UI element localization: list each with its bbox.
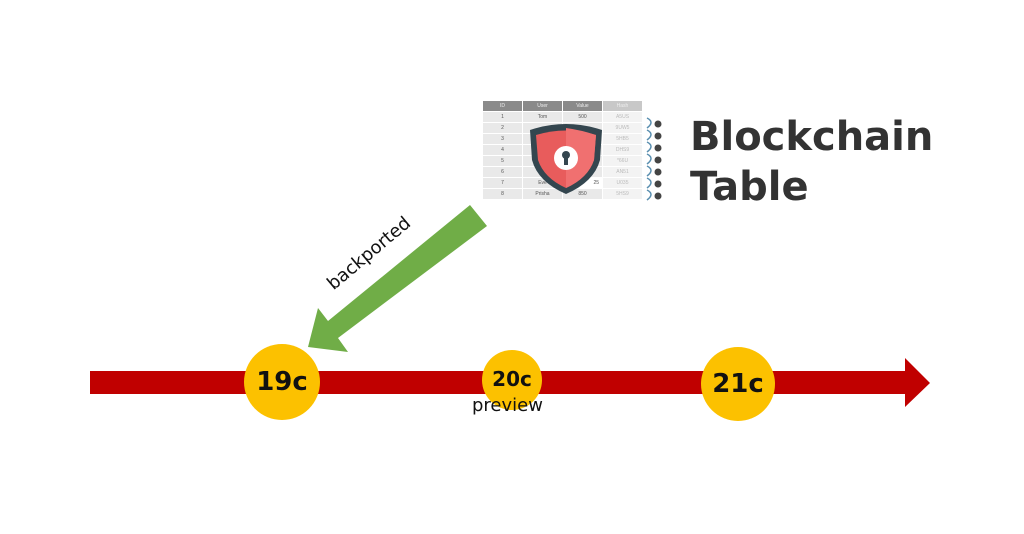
col-header: ID (483, 101, 522, 111)
table-cell: 7 (483, 178, 522, 188)
table-cell: U035 (603, 178, 642, 188)
table-cell: 850 (563, 189, 602, 199)
table-cell: DHS9 (603, 145, 642, 155)
table-cell: 6 (483, 167, 522, 177)
table-cell: 5HB5 (603, 134, 642, 144)
chain-links-icon (646, 117, 662, 201)
release-20c-note: preview (472, 395, 543, 416)
table-cell: Tom (523, 112, 562, 122)
feature-title: Blockchain Table (690, 114, 934, 210)
table-cell: A5US (603, 112, 642, 122)
table-cell: 5HS9 (603, 189, 642, 199)
table-cell: 500 (563, 112, 602, 122)
col-header: User (523, 101, 562, 111)
release-19c: 19c (244, 344, 320, 420)
table-cell: Prisha (523, 189, 562, 199)
release-20c: 20c (482, 350, 542, 410)
table-cell: 25 (593, 180, 599, 186)
table-cell: 1 (483, 112, 522, 122)
table-cell: 4 (483, 145, 522, 155)
table-cell: 5 (483, 156, 522, 166)
backport-arrow (308, 205, 487, 352)
col-header: Hash (603, 101, 642, 111)
col-header: Value (563, 101, 602, 111)
table-cell: 2 (483, 123, 522, 133)
table-cell: 3 (483, 134, 522, 144)
table-cell: AN51 (603, 167, 642, 177)
table-cell: Eve (523, 178, 562, 188)
table-cell: 8 (483, 189, 522, 199)
table-cell: 9UW5 (603, 123, 642, 133)
release-21c: 21c (701, 347, 775, 421)
table-cell: *66U (603, 156, 642, 166)
shield-lock-icon (530, 124, 602, 194)
